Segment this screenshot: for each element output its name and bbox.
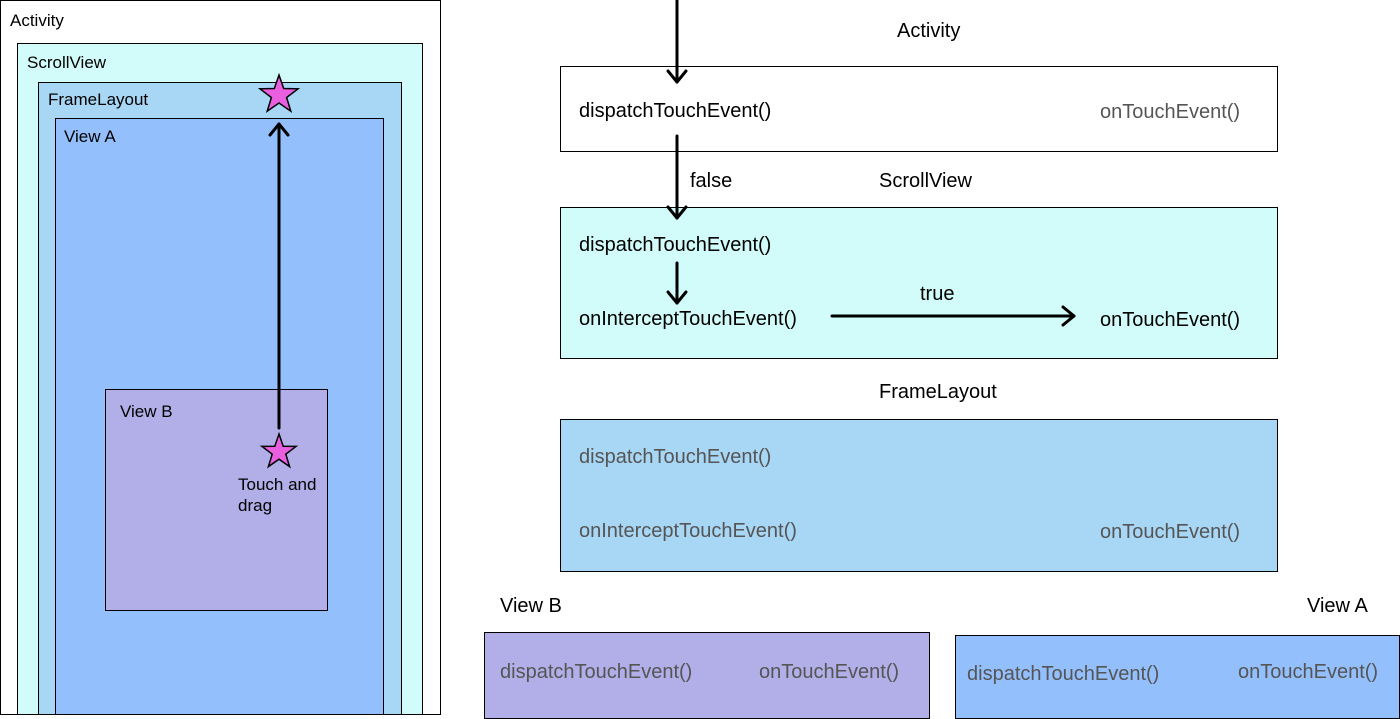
view-b-label: View B	[120, 402, 173, 421]
target-star-icon	[257, 72, 301, 114]
activity-label: Activity	[10, 11, 64, 30]
scrollview-dispatch: dispatchTouchEvent()	[579, 234, 772, 256]
view-b-dispatch: dispatchTouchEvent()	[500, 661, 693, 683]
true-arrow-head	[1061, 305, 1076, 327]
view-b-section-title: View B	[500, 595, 562, 617]
activity-box	[560, 66, 1278, 152]
edge-label-true: true	[920, 283, 955, 305]
entry-arrow-head	[666, 69, 688, 84]
view-b-ontouch: onTouchEvent()	[759, 661, 900, 683]
edge-label-false: false	[690, 170, 733, 192]
scrollview-label: ScrollView	[27, 53, 107, 72]
framelayout-intercept: onInterceptTouchEvent()	[579, 520, 797, 542]
view-a-ontouch: onTouchEvent()	[1238, 661, 1379, 683]
view-a-dispatch: dispatchTouchEvent()	[967, 663, 1160, 685]
framelayout-ontouch: onTouchEvent()	[1100, 521, 1241, 543]
false-arrow-head	[666, 205, 688, 220]
touch-label: Touch and	[238, 475, 317, 494]
activity-section-title: Activity	[897, 20, 961, 42]
scrollview-box	[560, 207, 1278, 359]
drag-arrow-head	[268, 122, 290, 137]
intercept-arrow-head	[666, 290, 688, 305]
touch-label-line2: drag	[238, 496, 273, 515]
view-a-section-title: View A	[1307, 595, 1368, 617]
scrollview-section-title: ScrollView	[879, 170, 972, 192]
framelayout-box	[560, 419, 1278, 572]
scrollview-ontouch: onTouchEvent()	[1100, 309, 1241, 331]
framelayout-section-title: FrameLayout	[879, 381, 997, 403]
view-b-box	[484, 632, 930, 719]
activity-dispatch: dispatchTouchEvent()	[579, 100, 772, 122]
view-a-label: View A	[64, 127, 116, 146]
view-b-container	[105, 389, 328, 611]
framelayout-label: FrameLayout	[48, 90, 149, 109]
framelayout-dispatch: dispatchTouchEvent()	[579, 446, 772, 468]
touch-star-icon	[259, 431, 299, 469]
view-a-box	[955, 635, 1400, 719]
activity-ontouch: onTouchEvent()	[1100, 101, 1241, 123]
scrollview-intercept: onInterceptTouchEvent()	[579, 308, 797, 330]
